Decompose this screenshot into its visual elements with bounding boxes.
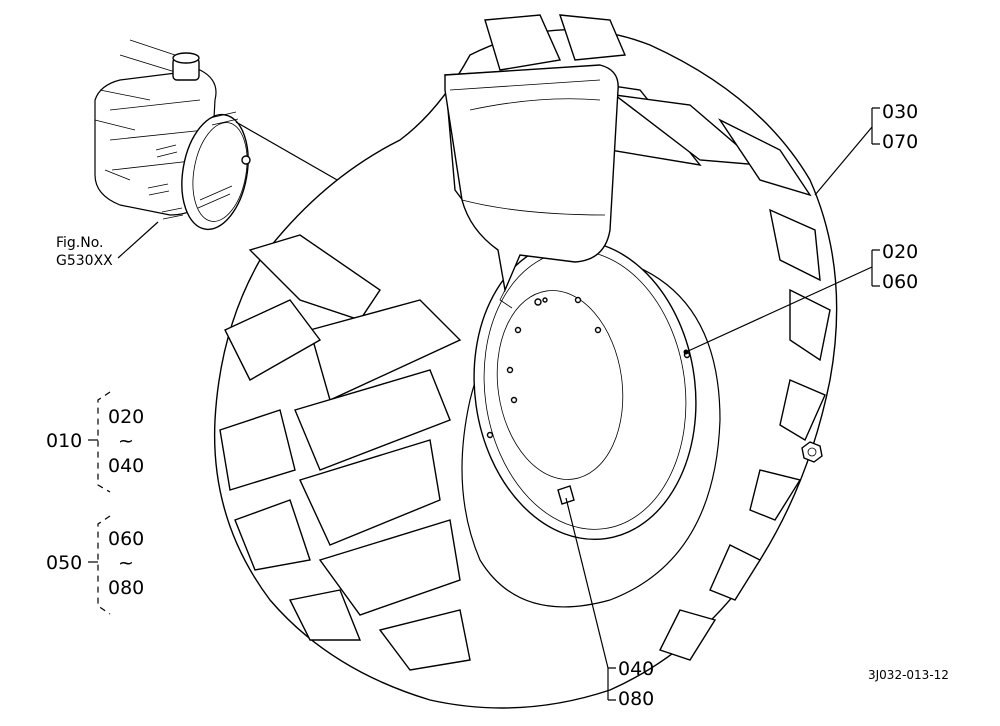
group-010-range-mark: ~ bbox=[118, 430, 134, 452]
callout-rim-top: 020 bbox=[882, 241, 918, 263]
group-010-id: 010 bbox=[46, 430, 82, 452]
group-050-item-last: 080 bbox=[108, 577, 144, 599]
callout-tire-bottom: 070 bbox=[882, 131, 918, 153]
figure-ref-line1: Fig.No. bbox=[56, 235, 104, 251]
callout-rim-bottom: 060 bbox=[882, 271, 918, 293]
axle-hub-drawing bbox=[94, 39, 251, 259]
drawing-number: 3J032-013-12 bbox=[868, 668, 949, 682]
group-010-item-last: 040 bbox=[108, 455, 144, 477]
callout-leaders bbox=[88, 107, 880, 701]
callout-valve-bottom: 080 bbox=[618, 688, 654, 710]
group-010-item-first: 020 bbox=[108, 406, 144, 428]
callout-tire-top: 030 bbox=[882, 101, 918, 123]
group-050-id: 050 bbox=[46, 552, 82, 574]
figure-ref-line2: G530XX bbox=[56, 253, 113, 269]
callout-valve-top: 040 bbox=[618, 658, 654, 680]
fender-drawing bbox=[444, 64, 619, 309]
group-050-item-first: 060 bbox=[108, 528, 144, 550]
group-050-range-mark: ~ bbox=[118, 552, 134, 574]
wheel-nut bbox=[801, 441, 823, 463]
